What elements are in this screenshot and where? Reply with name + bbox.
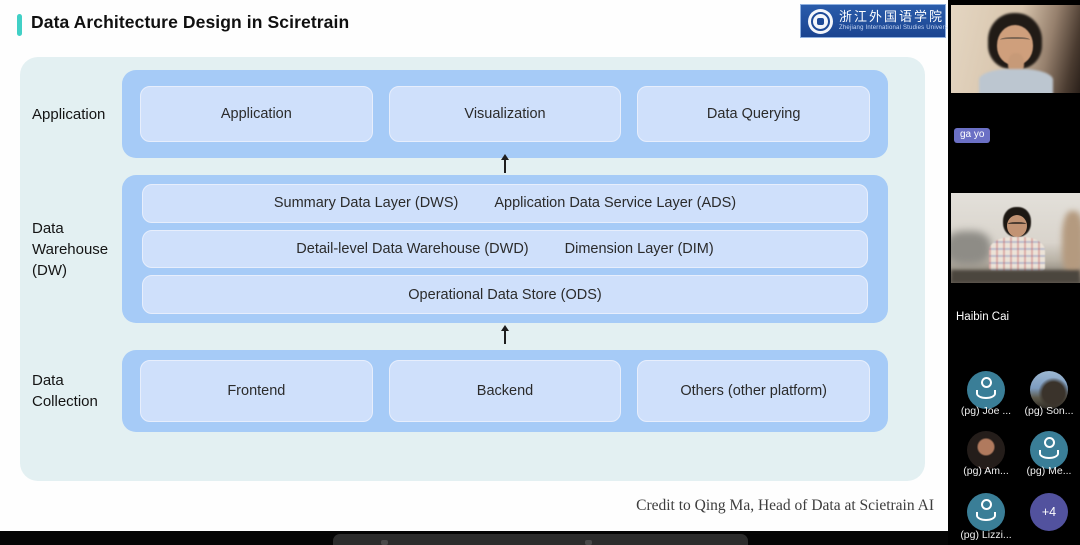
data-collection-container: Frontend Backend Others (other platform) [122, 350, 888, 432]
bottom-bar [0, 531, 948, 545]
university-name-english: Zhejiang International Studies Universit… [839, 24, 955, 31]
section-data-warehouse: Data Warehouse (DW) Summary Data Layer (… [20, 175, 925, 323]
video-tile-2[interactable] [951, 193, 1080, 283]
section-data-collection: Data Collection Frontend Backend Others … [20, 350, 925, 432]
avatar-joe[interactable] [967, 371, 1005, 409]
participant-name-badge: ga yo [954, 128, 991, 143]
slide-title: Data Architecture Design in Sciretrain [31, 12, 350, 32]
up-arrow-icon [122, 154, 888, 175]
box-ods: Operational Data Store (ODS) [142, 275, 868, 315]
avatar-label: (pg) Am... [963, 465, 1009, 477]
label-ads: Application Data Service Layer (ADS) [494, 195, 737, 212]
avatar-label: (pg) Joe ... [960, 405, 1012, 417]
section-application: Application Application Visualization Da… [20, 70, 925, 158]
box-backend: Backend [388, 360, 622, 422]
avatar-am[interactable] [967, 431, 1005, 469]
toolbar-partial-icon [585, 540, 592, 545]
section-label-data-collection: Data Collection [32, 372, 98, 410]
avatar-lizzi[interactable] [967, 493, 1005, 531]
box-visualization: Visualization [388, 86, 622, 142]
avatar-son[interactable] [1030, 371, 1068, 409]
credit-text: Credit to Qing Ma, Head of Data at Sciet… [636, 497, 934, 514]
toolbar-partial-icon [381, 540, 388, 545]
person-icon [1043, 437, 1055, 448]
box-dwd-dim: Detail-level Data Warehouse (DWD) Dimens… [142, 229, 868, 269]
application-layer-container: Application Visualization Data Querying [122, 70, 888, 158]
box-others: Others (other platform) [637, 360, 871, 422]
box-data-querying: Data Querying [637, 86, 871, 142]
presentation-slide: Data Architecture Design in Sciretrain 浙… [0, 0, 954, 531]
title-accent-bar [17, 14, 22, 36]
video-tile-1[interactable] [951, 5, 1080, 93]
avatar-overflow-count[interactable]: +4 [1030, 493, 1068, 531]
box-application: Application [140, 86, 373, 142]
avatar-label: (pg) Me... [1026, 465, 1072, 477]
participant-name-label: Haibin Cai [956, 311, 1010, 323]
university-name-chinese: 浙江外国语学院 [839, 10, 945, 26]
avatar-label: (pg) Lizzi... [960, 529, 1012, 541]
architecture-diagram: Application Application Visualization Da… [20, 57, 925, 481]
section-label-application: Application [32, 105, 106, 123]
label-ods: Operational Data Store (ODS) [408, 286, 602, 303]
participants-sidebar: ga yo Haibin Cai (pg) Joe ... (pg) Son..… [948, 0, 1080, 545]
data-warehouse-container: Summary Data Layer (DWS) Application Dat… [122, 175, 888, 323]
section-label-data-warehouse: Data Warehouse (DW) [32, 219, 109, 279]
avatar-label: (pg) Son... [1024, 405, 1074, 417]
person-icon [980, 377, 992, 388]
university-emblem-icon [808, 8, 833, 34]
meeting-toolbar[interactable] [333, 534, 748, 545]
up-arrow-icon [122, 324, 888, 350]
person-icon [980, 499, 992, 510]
university-logo: 浙江外国语学院 Zhejiang International Studies U… [800, 4, 954, 38]
box-frontend: Frontend [140, 360, 373, 422]
avatar-me[interactable] [1030, 431, 1068, 469]
label-dws: Summary Data Layer (DWS) [273, 195, 459, 212]
box-dws-ads: Summary Data Layer (DWS) Application Dat… [142, 184, 868, 223]
label-dim: Dimension Layer (DIM) [564, 241, 714, 257]
label-dwd: Detail-level Data Warehouse (DWD) [296, 241, 529, 257]
